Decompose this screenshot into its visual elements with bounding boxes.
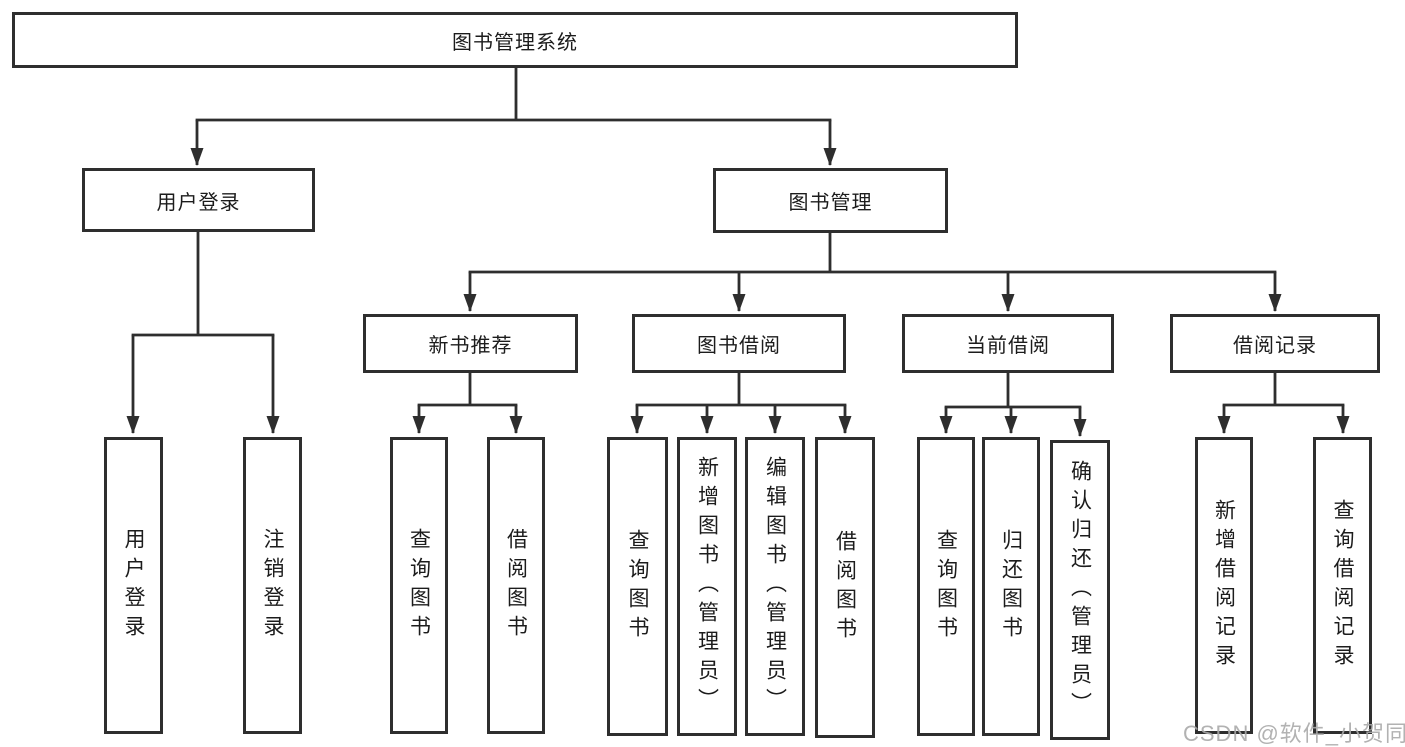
node-rec-query-book: 查询图书 xyxy=(390,437,448,734)
node-rec-borrow-book-label: 借阅图书 xyxy=(504,527,528,644)
node-current-borrowing-label: 当前借阅 xyxy=(966,335,1050,357)
node-borrow-query-book: 查询图书 xyxy=(607,437,668,736)
node-borrow-borrow-book-label: 借阅图书 xyxy=(833,529,857,646)
node-query-borrow-record: 查询借阅记录 xyxy=(1313,437,1372,734)
node-book-management: 图书管理 xyxy=(713,168,948,233)
node-user-login-label: 用户登录 xyxy=(122,527,145,644)
node-confirm-return-admin-label: 确认归还（管理员） xyxy=(1068,459,1092,721)
csdn-watermark: CSDN @软件_小贺同学 xyxy=(1183,721,1405,746)
node-current-borrowing: 当前借阅 xyxy=(902,314,1114,373)
node-logout: 注销登录 xyxy=(243,437,302,734)
node-new-book-recommendation: 新书推荐 xyxy=(363,314,578,373)
node-edit-book-admin-label: 编辑图书（管理员） xyxy=(763,456,787,717)
node-rec-borrow-book: 借阅图书 xyxy=(487,437,545,734)
node-current-query-book-label: 查询图书 xyxy=(934,528,958,645)
node-return-book-label: 归还图书 xyxy=(999,528,1023,645)
node-book-management-label: 图书管理 xyxy=(788,192,873,214)
node-login-group-label: 用户登录 xyxy=(156,191,241,214)
node-current-query-book: 查询图书 xyxy=(917,437,975,736)
node-borrow-query-book-label: 查询图书 xyxy=(626,528,649,645)
node-root-label: 图书管理系统 xyxy=(452,31,578,54)
node-rec-query-book-label: 查询图书 xyxy=(407,527,431,644)
node-new-book-recommendation-label: 新书推荐 xyxy=(428,335,513,357)
node-return-book: 归还图书 xyxy=(982,437,1040,736)
node-add-book-admin: 新增图书（管理员） xyxy=(677,437,737,736)
node-query-borrow-record-label: 查询借阅记录 xyxy=(1331,498,1354,673)
node-borrowing-records-label: 借阅记录 xyxy=(1233,335,1317,357)
node-confirm-return-admin: 确认归还（管理员） xyxy=(1050,440,1110,740)
node-logout-label: 注销登录 xyxy=(261,527,284,644)
node-add-book-admin-label: 新增图书（管理员） xyxy=(695,456,719,717)
node-borrowing-records: 借阅记录 xyxy=(1170,314,1380,373)
node-add-borrow-record-label: 新增借阅记录 xyxy=(1212,498,1236,673)
node-book-borrowing-label: 图书借阅 xyxy=(697,335,781,357)
node-add-borrow-record: 新增借阅记录 xyxy=(1195,437,1253,734)
node-root-system: 图书管理系统 xyxy=(12,12,1018,68)
connector-buses xyxy=(131,68,1345,409)
connector-arrows xyxy=(126,120,1350,437)
node-book-borrowing: 图书借阅 xyxy=(632,314,846,373)
node-edit-book-admin: 编辑图书（管理员） xyxy=(745,437,805,736)
node-user-login: 用户登录 xyxy=(104,437,163,734)
node-borrow-borrow-book: 借阅图书 xyxy=(815,437,875,738)
node-login-group: 用户登录 xyxy=(82,168,315,232)
